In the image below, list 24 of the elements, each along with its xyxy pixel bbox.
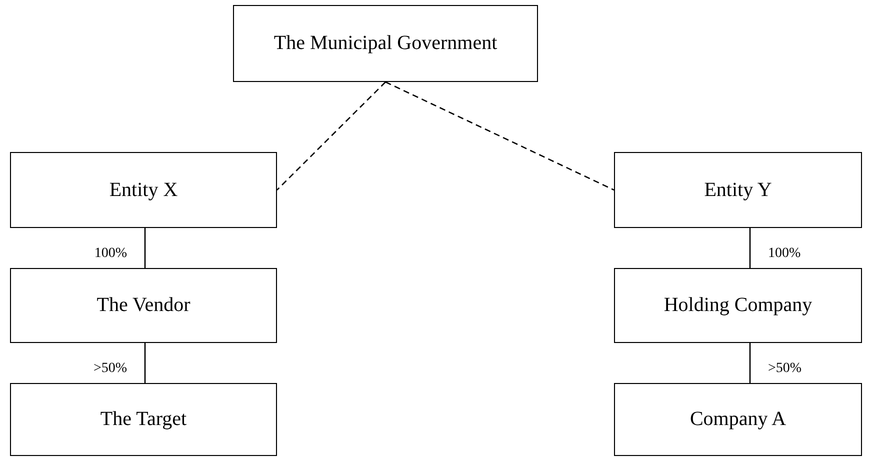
entity-name: Entity X [109, 178, 178, 202]
connector-line [749, 343, 751, 383]
connector-line [144, 228, 146, 268]
entity-box [10, 383, 277, 456]
entity-box [10, 152, 277, 228]
edge-label: 100% [768, 246, 801, 262]
connector-line [144, 343, 146, 383]
dashed-connector [276, 82, 386, 190]
entity-name: The Municipal Government [274, 32, 498, 55]
entity-box [614, 268, 862, 343]
edge-label: >50% [768, 361, 802, 377]
edge-label: 100% [94, 246, 127, 262]
entity-box [233, 5, 538, 82]
entity-box [614, 152, 862, 228]
connector-line [749, 228, 751, 268]
entity-box [10, 268, 277, 343]
entity-name: Entity Y [704, 178, 772, 202]
entity-name: The Target [100, 408, 187, 431]
edge-label: >50% [93, 361, 127, 377]
entity-name: The Vendor [96, 294, 190, 317]
entity-name: Company A [690, 408, 786, 431]
dashed-connector [385, 81, 614, 191]
entity-name: Holding Company [664, 294, 812, 317]
entity-box [614, 383, 862, 456]
